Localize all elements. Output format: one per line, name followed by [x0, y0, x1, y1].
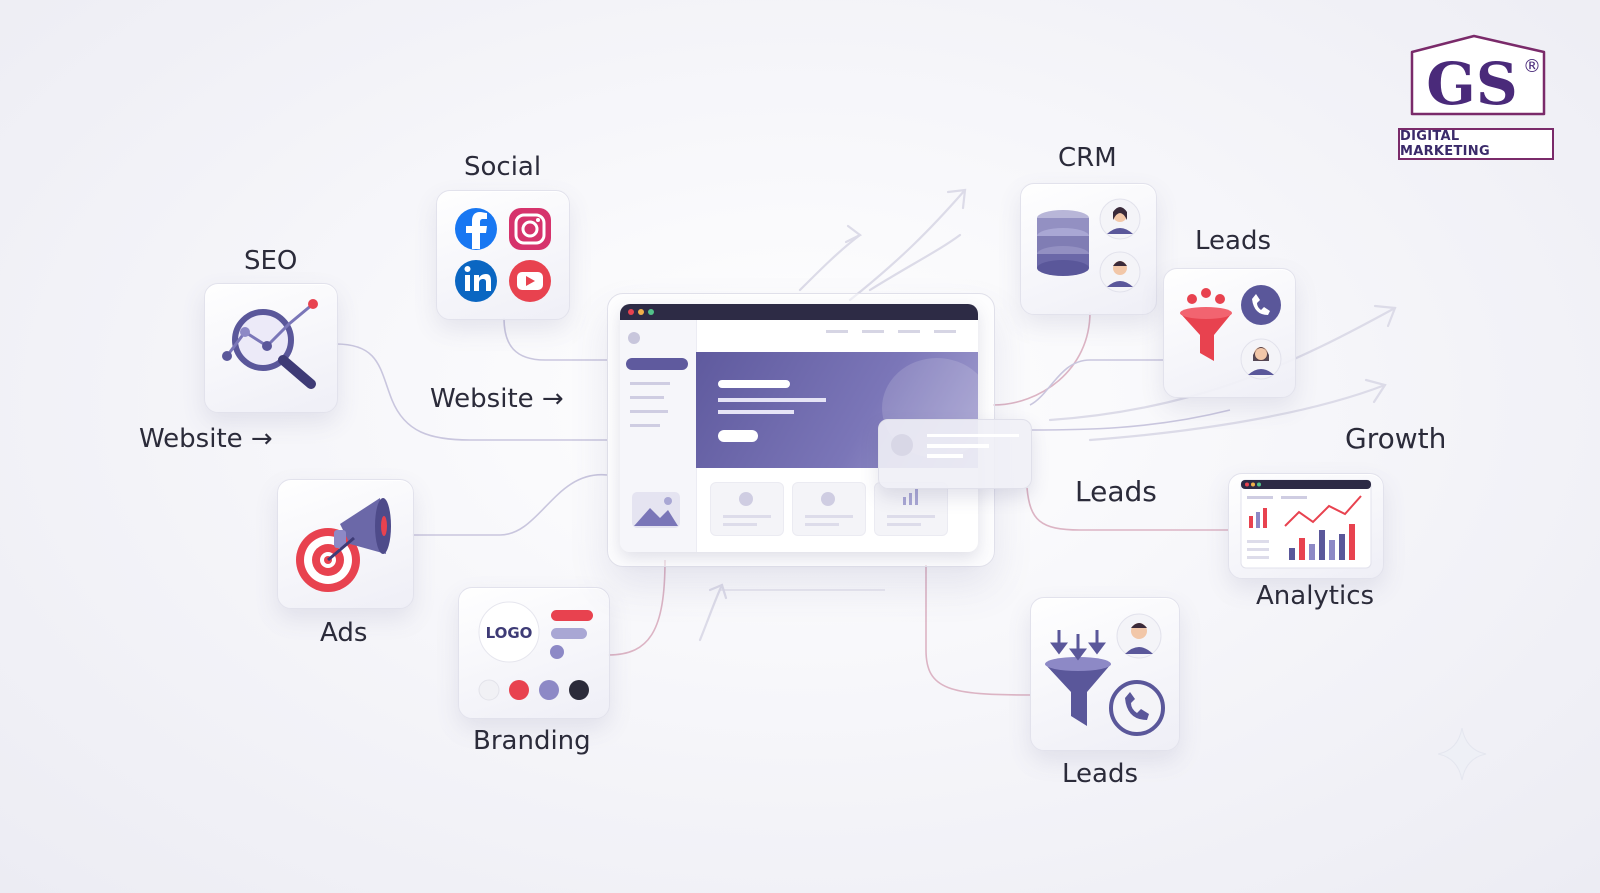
growth-label: Growth: [1345, 422, 1447, 455]
target-megaphone-icon: [296, 498, 391, 592]
leads-bottom-card[interactable]: [1030, 597, 1180, 751]
registered-mark: ®: [1523, 56, 1541, 77]
facebook-icon[interactable]: [455, 208, 497, 250]
linkedin-icon[interactable]: [455, 260, 497, 302]
database-users-icon: [1037, 198, 1141, 293]
branding-logo-text: LOGO: [486, 624, 533, 642]
crm-card[interactable]: [1020, 183, 1157, 315]
ads-label: Ads: [320, 618, 368, 648]
analytics-label: Analytics: [1256, 581, 1375, 611]
browser-sidebar: [620, 320, 697, 552]
leads-mid-label: Leads: [1075, 475, 1157, 508]
social-label: Social: [464, 152, 542, 182]
image-placeholder-icon: [632, 492, 680, 528]
browser-titlebar: [620, 304, 978, 320]
magnifier-chart-icon: [222, 299, 318, 389]
seo-label: SEO: [244, 246, 298, 276]
funnel-call-icon: [1180, 285, 1282, 380]
website-mid-label: Website →: [430, 384, 564, 414]
crm-label: CRM: [1058, 143, 1117, 173]
leads-top-label: Leads: [1195, 226, 1272, 256]
brand-tagline: DIGITAL MARKETING: [1398, 128, 1554, 160]
social-card[interactable]: [436, 190, 570, 320]
gs-monogram: GS: [1426, 50, 1517, 118]
branding-card[interactable]: LOGO: [458, 587, 610, 719]
ads-card[interactable]: [277, 479, 414, 609]
branding-label: Branding: [473, 726, 591, 756]
leads-top-card[interactable]: [1163, 268, 1296, 398]
dashboard-chart-icon: [1240, 479, 1372, 569]
instagram-icon[interactable]: [509, 208, 551, 250]
leads-bottom-label: Leads: [1062, 759, 1139, 789]
seo-card[interactable]: [204, 283, 338, 413]
website-left-label: Website →: [139, 424, 273, 454]
youtube-icon[interactable]: [509, 260, 551, 302]
website-browser[interactable]: [620, 304, 978, 552]
gs-logo: GS ®: [1398, 34, 1558, 164]
floating-content-card: [878, 419, 1032, 489]
analytics-card[interactable]: [1228, 473, 1384, 579]
funnel-phone-icon: [1045, 613, 1165, 736]
